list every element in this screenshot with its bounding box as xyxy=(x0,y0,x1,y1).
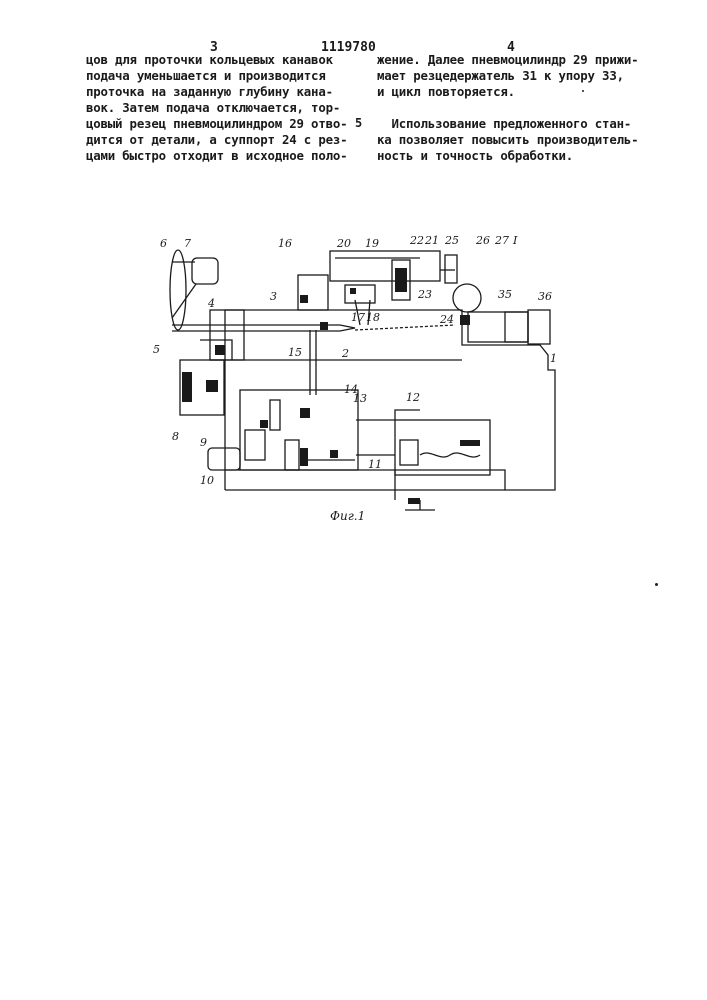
figure-label-22: 22 xyxy=(409,234,424,247)
figure-label-11: 11 xyxy=(368,458,382,471)
figure-label-8: 8 xyxy=(172,430,179,443)
figure-label-1: 1 xyxy=(550,352,557,365)
figure-label-5: 5 xyxy=(153,343,160,356)
figure-label-12: 12 xyxy=(406,391,420,404)
figure-label-23: 23 xyxy=(417,288,432,301)
figure-label-17: 17 xyxy=(351,311,365,324)
figure-label-24: 24 xyxy=(439,313,454,326)
figure-label-2: 2 xyxy=(341,347,349,360)
figure-label-4: 4 xyxy=(207,297,215,310)
figure-label-15: 15 xyxy=(288,346,302,359)
figure-label-3: 3 xyxy=(270,290,277,303)
figure-label-36: 36 xyxy=(538,290,552,303)
top-slide xyxy=(330,251,440,281)
figure-label-27: 27 xyxy=(494,234,509,247)
figure-label-19: 19 xyxy=(365,237,379,250)
figure-label-9: 9 xyxy=(200,436,207,449)
figure-label-13: 13 xyxy=(353,392,367,405)
feed-box xyxy=(395,420,490,475)
figure-label-35: 35 xyxy=(498,288,512,301)
figure-label-7: 7 xyxy=(184,237,191,250)
figure-label-6: 6 xyxy=(160,237,167,250)
figure-label-16: 16 xyxy=(278,237,292,250)
figure-label-20: 20 xyxy=(336,237,351,250)
wheel-26 xyxy=(453,284,481,312)
speck xyxy=(582,90,584,92)
figure-label-25: 25 xyxy=(444,234,459,247)
motor-10 xyxy=(208,448,240,470)
figure-caption: Фиг.1 xyxy=(330,509,365,523)
figure-label-I: I xyxy=(512,234,518,247)
cylinder-36 xyxy=(528,310,550,344)
figure-label-18: 18 xyxy=(366,311,380,324)
figure-label-10: 10 xyxy=(200,474,214,487)
speck xyxy=(655,583,658,586)
motor-7 xyxy=(192,258,218,284)
figure-label-21: 21 xyxy=(424,234,439,247)
figure-label-26: 26 xyxy=(475,234,490,247)
